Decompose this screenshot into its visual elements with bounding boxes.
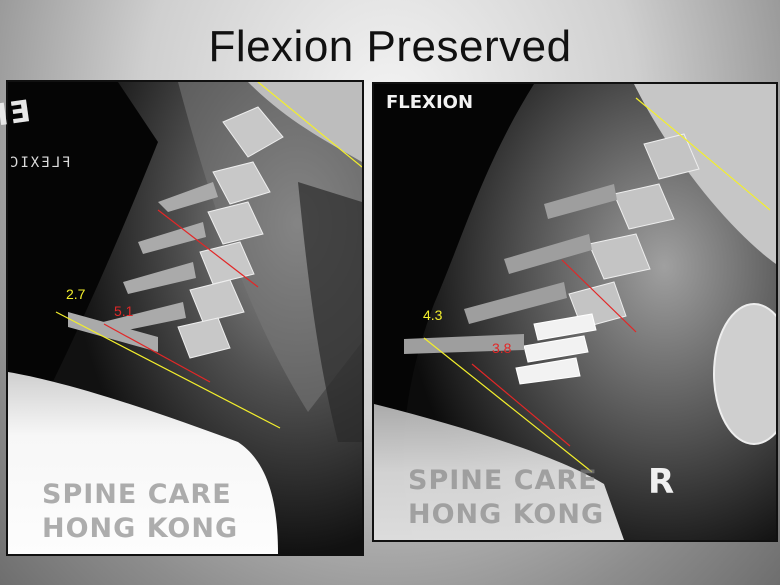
side-marker-r: R — [648, 462, 675, 502]
watermark-line-2: HONG KONG — [42, 513, 239, 544]
shoulder-overlay — [374, 404, 624, 540]
flexic-marker: FLEXIC — [8, 155, 71, 171]
red-measure-line — [103, 323, 211, 383]
watermark-line-1: SPINE CARE — [42, 479, 232, 510]
shoulder-overlay — [8, 372, 278, 554]
xray-erect-image — [6, 80, 364, 556]
yellow-measure-line — [423, 337, 593, 473]
posterior-vertebral-line — [157, 209, 259, 288]
mandible — [713, 303, 776, 445]
watermark-line-2: HONG KONG — [408, 499, 605, 530]
posterior-vertebral-line — [561, 259, 637, 333]
watermark-line-1: SPINE CARE — [408, 465, 598, 496]
right-watermark: SPINE CARE HONG KONG — [408, 464, 604, 532]
cervical-vertebrae — [177, 106, 284, 359]
right-yellow-measure: 4.3 — [423, 307, 443, 323]
right-red-measure: 3.8 — [492, 340, 512, 356]
skull-reference-line — [257, 82, 362, 168]
spinous-processes — [68, 182, 218, 352]
flexion-marker: FLEXION — [386, 92, 474, 113]
xray-flexion-image — [372, 82, 778, 542]
spinous-processes — [404, 184, 617, 354]
left-watermark: SPINE CARE HONG KONG — [42, 478, 238, 546]
yellow-measure-line — [55, 311, 281, 429]
cervical-vertebrae — [568, 133, 700, 329]
xray-flexion-drawing — [374, 84, 776, 540]
red-measure-line — [471, 363, 571, 447]
xray-erect-drawing — [8, 82, 362, 554]
skull-reference-line — [635, 97, 771, 211]
left-yellow-measure: 2.7 — [66, 286, 86, 302]
slide-title: Flexion Preserved — [208, 22, 572, 71]
left-red-measure: 5.1 — [114, 303, 134, 319]
fusion-implants — [515, 313, 597, 385]
